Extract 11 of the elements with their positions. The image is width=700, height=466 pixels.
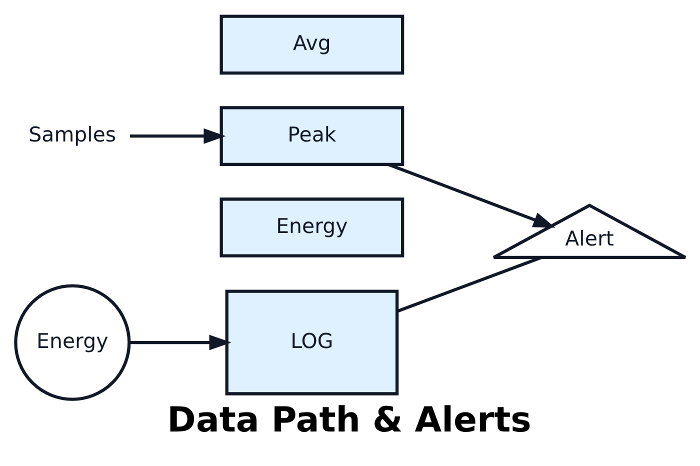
node-box: Avg xyxy=(220,14,404,75)
node-box: Energy xyxy=(220,198,404,258)
arrow xyxy=(130,128,226,144)
connector xyxy=(396,256,542,313)
node-box: LOG xyxy=(225,290,399,396)
diagram-title: Data Path & Alerts xyxy=(167,400,532,441)
node-text: Samples xyxy=(28,122,116,146)
node-circle: Energy xyxy=(14,284,131,401)
arrow xyxy=(129,334,232,350)
arrow xyxy=(388,163,556,228)
node-box: Peak xyxy=(220,106,404,166)
